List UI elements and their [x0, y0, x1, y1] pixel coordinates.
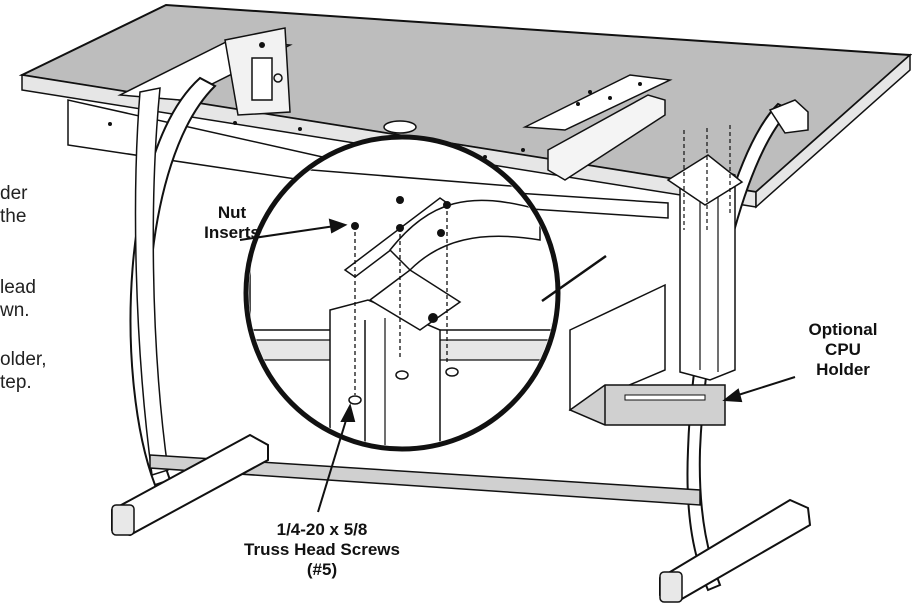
cpu-holder-line: Optional [808, 320, 878, 339]
nut-inserts-line: Nut [217, 203, 247, 222]
screws-line: (#5) [306, 560, 338, 579]
nut-inserts-line: Inserts [204, 223, 260, 242]
hinge-bracket [117, 27, 293, 116]
slide-rail [522, 74, 673, 181]
nut-inserts-label: Nut Inserts [182, 203, 282, 243]
left-foot [111, 433, 269, 537]
cpu-holder-label: Optional CPU Holder [788, 320, 898, 380]
screws-label: 1/4-20 x 5/8 Truss Head Screws (#5) [222, 520, 422, 580]
screws-line: 1/4-20 x 5/8 [276, 520, 368, 539]
detail-zoom-circle [243, 134, 607, 452]
screws-line: Truss Head Screws [244, 540, 400, 559]
callout-arrows [239, 218, 796, 513]
cpu-holder [568, 283, 726, 426]
stretcher-bar [149, 454, 701, 506]
right-c-leg [666, 99, 809, 592]
cpu-holder-line: Holder [816, 360, 870, 379]
right-foot [659, 498, 812, 603]
cpu-holder-line: CPU [825, 340, 861, 359]
